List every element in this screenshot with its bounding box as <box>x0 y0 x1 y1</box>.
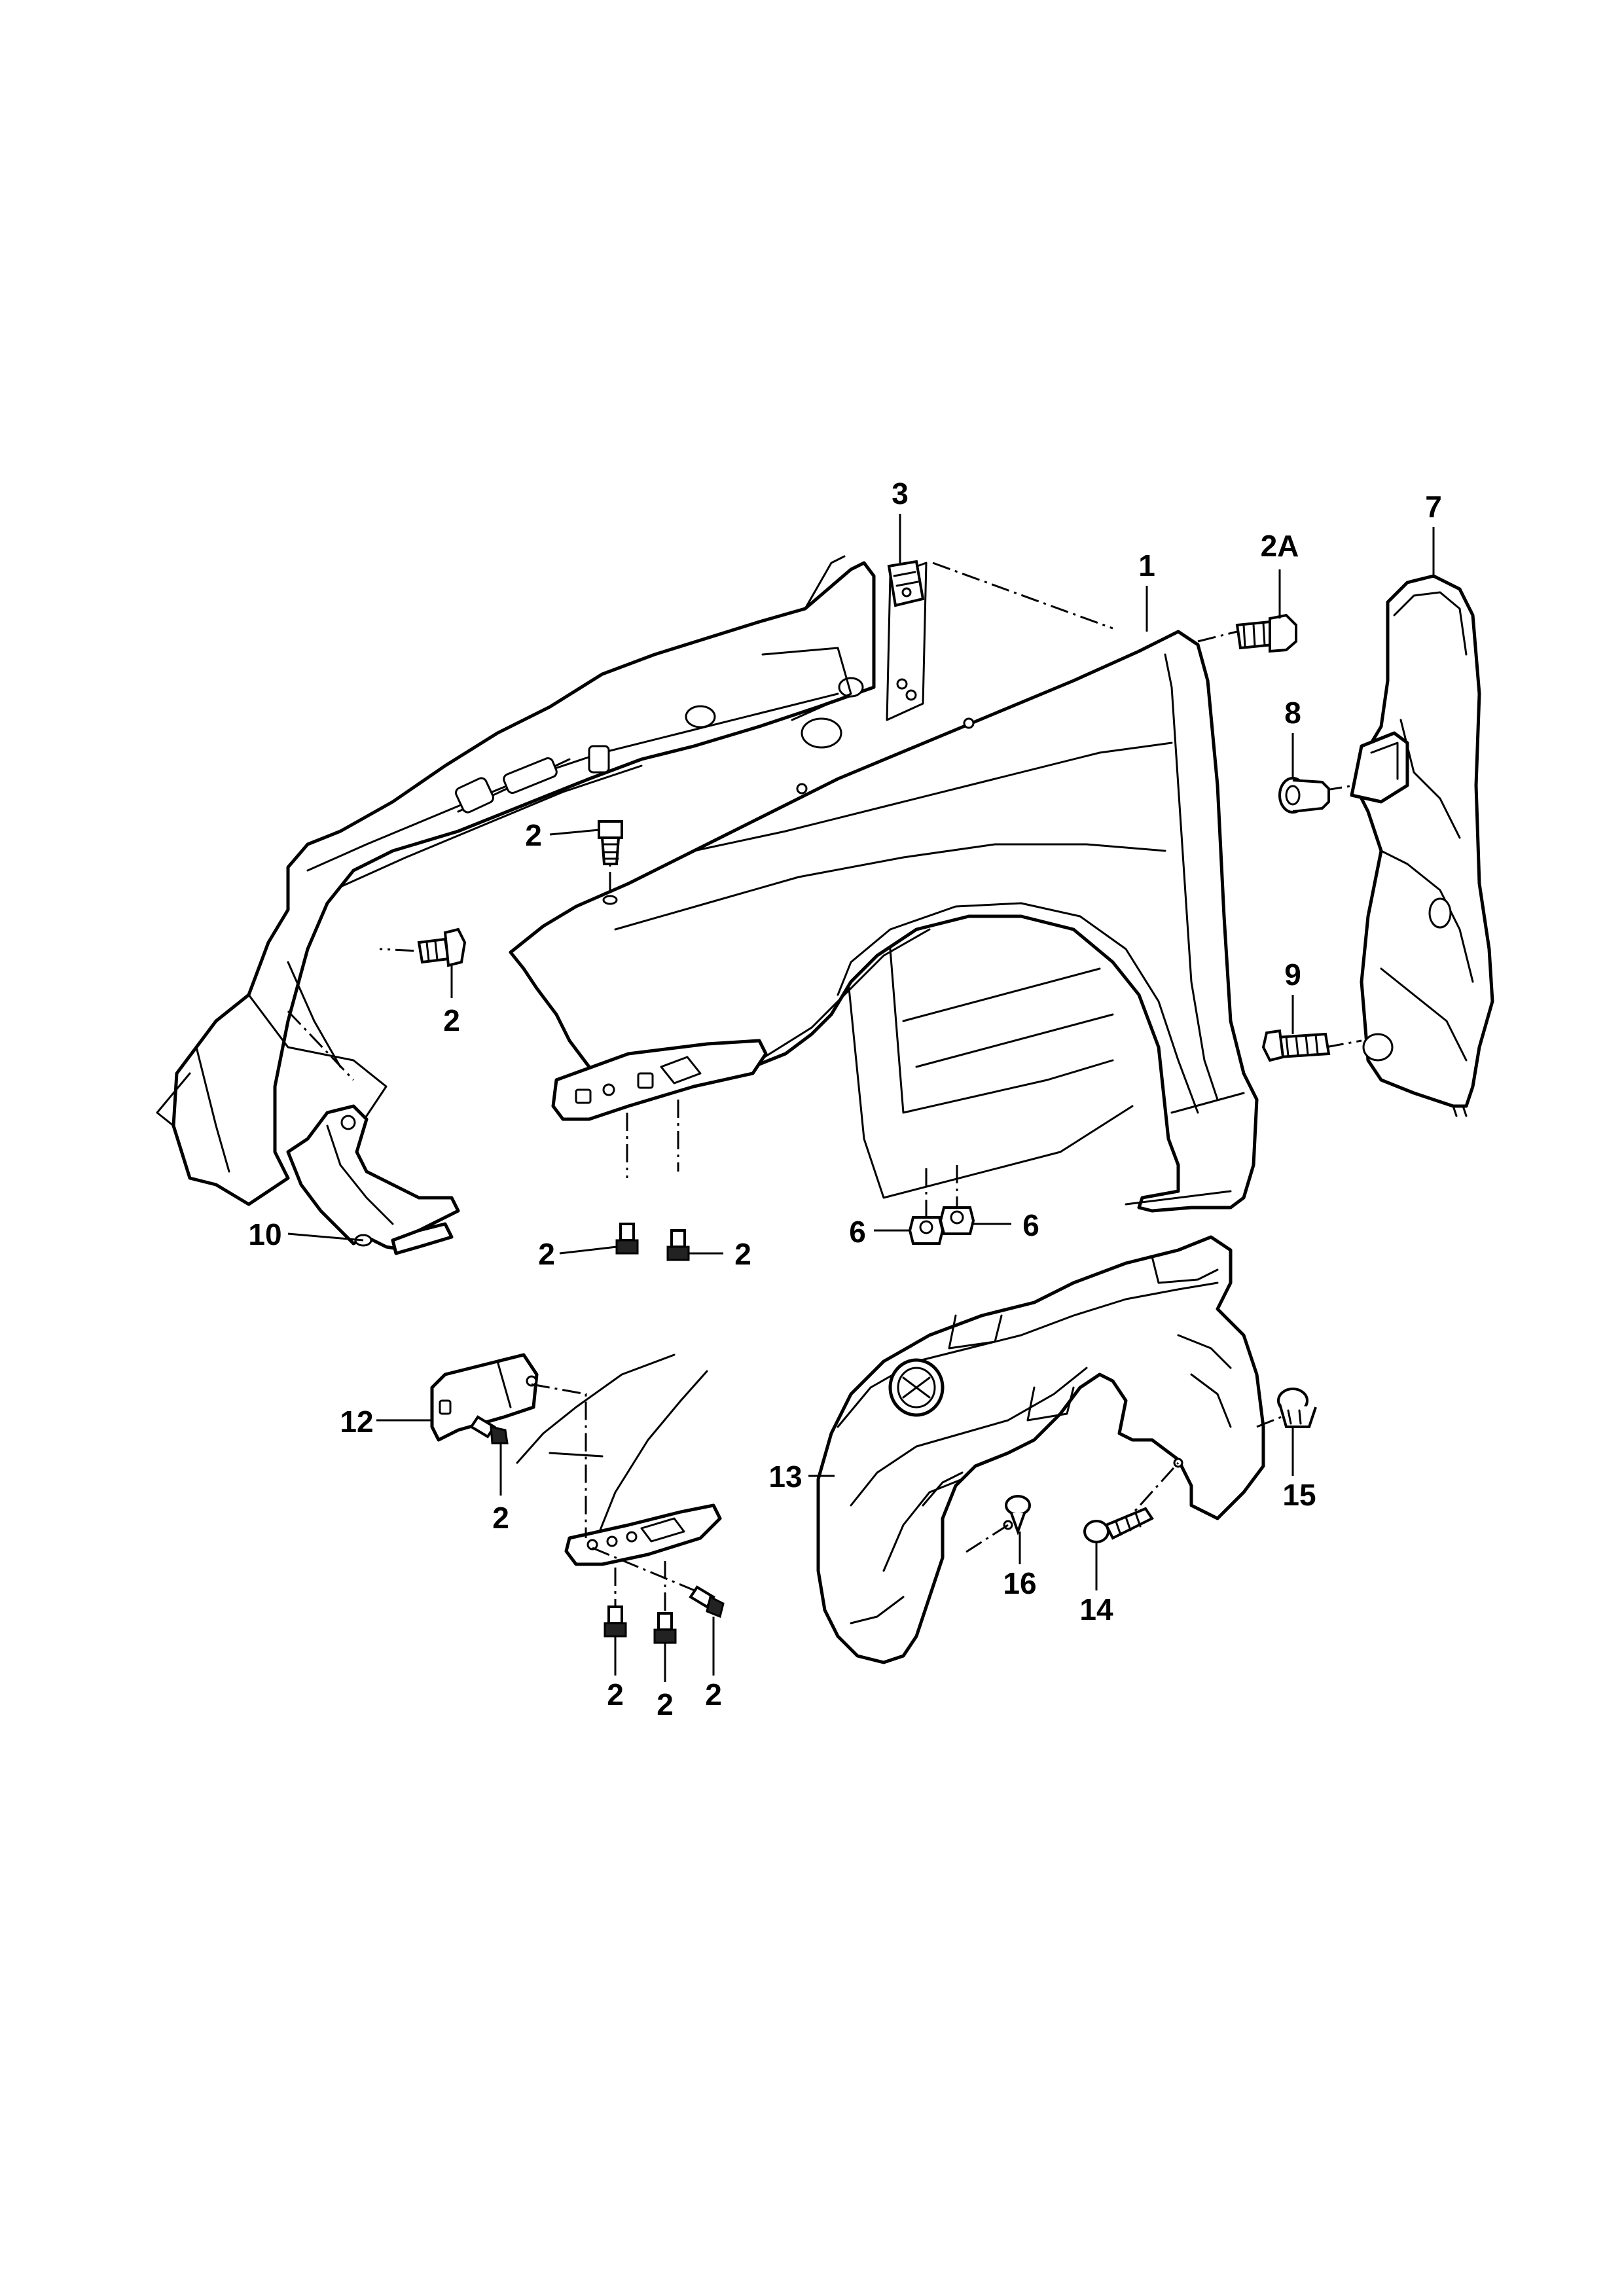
callout-2-top: 2 <box>525 818 542 852</box>
callout-2-inset-right: 2 <box>705 1677 722 1712</box>
clip-nut-part-15 <box>1277 1388 1317 1428</box>
callout-2A: 2A <box>1261 529 1299 563</box>
callout-10: 10 <box>248 1217 281 1251</box>
nut-part-6-left <box>908 1216 945 1245</box>
callout-2-inset-mid: 2 <box>657 1687 674 1721</box>
bracket-part-12 <box>430 1353 539 1442</box>
callout-2-under-right: 2 <box>734 1237 751 1271</box>
callout-labels: 1 2A 3 7 8 9 2 2 2 2 10 6 6 12 2 2 2 2 1… <box>248 476 1441 1721</box>
callout-2-left: 2 <box>443 1003 460 1037</box>
bolt-part-2-inset-right <box>689 1585 725 1619</box>
callout-3: 3 <box>892 476 909 511</box>
callout-15: 15 <box>1282 1478 1316 1512</box>
callout-2-bracket12: 2 <box>492 1501 509 1535</box>
bolt-part-2-left <box>417 927 467 967</box>
bolt-part-2-inset-mid <box>653 1612 677 1644</box>
bolt-part-2-under-left <box>615 1223 639 1255</box>
callout-9: 9 <box>1284 958 1301 992</box>
bolt-part-2-top <box>598 820 623 865</box>
bolt-part-2-under-right <box>666 1229 690 1261</box>
callout-6-left: 6 <box>849 1215 866 1249</box>
nut-part-6-right <box>939 1206 975 1235</box>
screw-part-14 <box>1083 1507 1154 1543</box>
fender-section-inset <box>516 1354 722 1566</box>
callout-8: 8 <box>1284 696 1301 730</box>
callout-6-right: 6 <box>1022 1208 1039 1242</box>
callout-14: 14 <box>1079 1592 1113 1626</box>
front-fender-part-1 <box>509 630 1259 1213</box>
nut-part-8 <box>1278 777 1330 814</box>
callout-16: 16 <box>1003 1566 1036 1600</box>
wheel-arch-liner-part-13 <box>816 1235 1265 1664</box>
fasteners <box>417 560 1331 1644</box>
splash-guard-part-7 <box>1350 574 1494 1117</box>
callout-2-inset-left: 2 <box>607 1677 624 1712</box>
callout-12: 12 <box>340 1405 373 1439</box>
bracket-part-10 <box>286 1104 460 1255</box>
callout-2-under-left: 2 <box>538 1237 555 1271</box>
leader-lines <box>287 514 1435 1682</box>
clip-nut-part-3 <box>887 560 925 607</box>
callout-1: 1 <box>1138 548 1155 583</box>
callout-13: 13 <box>768 1460 802 1494</box>
bolt-part-2-inset-left <box>604 1605 627 1638</box>
screw-part-2-bracket12 <box>469 1415 509 1444</box>
push-pin-part-16 <box>1005 1495 1031 1535</box>
bolt-part-9 <box>1261 1029 1331 1062</box>
bolt-part-2A <box>1235 613 1297 653</box>
callout-7: 7 <box>1425 490 1442 524</box>
